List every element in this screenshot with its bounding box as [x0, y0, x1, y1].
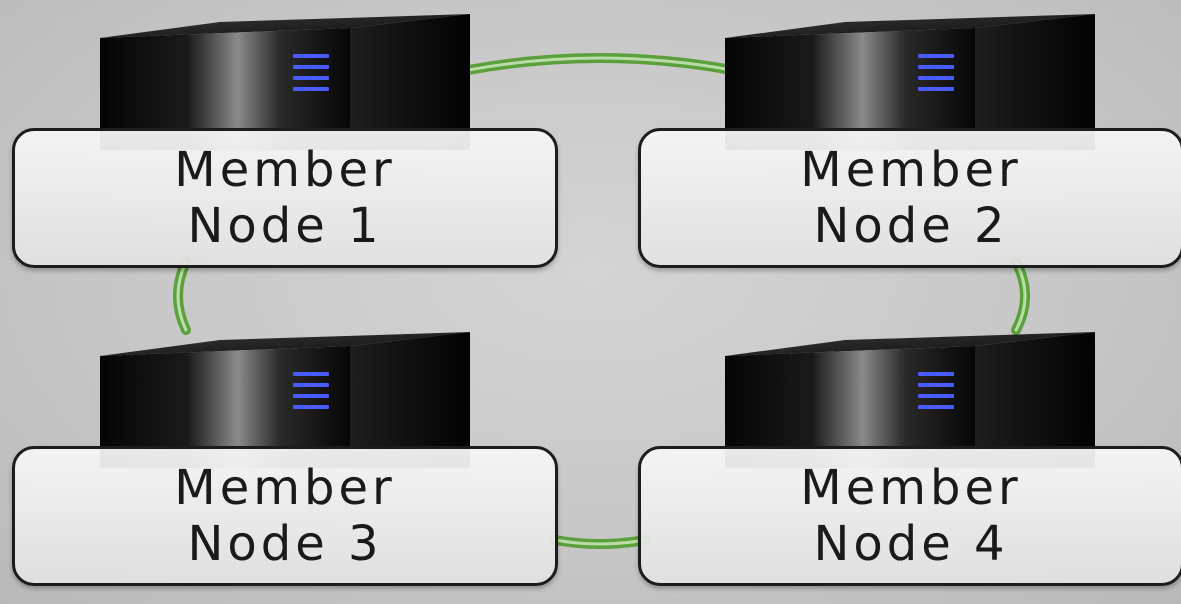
- drive-bay-led: [293, 54, 329, 58]
- node-label-1: Member Node 1: [12, 128, 558, 268]
- node-label-line2: Node 1: [187, 198, 382, 254]
- node-label-line1: Member: [800, 142, 1021, 198]
- drive-bay-led: [918, 76, 954, 80]
- node-label-line2: Node 4: [813, 516, 1008, 572]
- node-label-3: Member Node 3: [12, 446, 558, 586]
- node-label-line1: Member: [174, 142, 395, 198]
- drive-bay-led: [918, 65, 954, 69]
- drive-bay-led: [918, 372, 954, 376]
- drive-bay-led: [918, 405, 954, 409]
- node-label-line2: Node 3: [187, 516, 382, 572]
- drive-bay-led: [918, 87, 954, 91]
- node-label-line2: Node 2: [813, 198, 1008, 254]
- drive-bay-led: [293, 87, 329, 91]
- node-label-line1: Member: [800, 460, 1021, 516]
- node-label-2: Member Node 2: [638, 128, 1181, 268]
- drive-bay-led: [293, 405, 329, 409]
- drive-bay-led: [918, 54, 954, 58]
- node-label-line1: Member: [174, 460, 395, 516]
- drive-bay-led: [293, 372, 329, 376]
- drive-bay-led: [293, 394, 329, 398]
- drive-bay-led: [918, 394, 954, 398]
- drive-bay-led: [918, 383, 954, 387]
- drive-bay-led: [293, 65, 329, 69]
- node-label-4: Member Node 4: [638, 446, 1181, 586]
- drive-bay-led: [293, 383, 329, 387]
- drive-bay-led: [293, 76, 329, 80]
